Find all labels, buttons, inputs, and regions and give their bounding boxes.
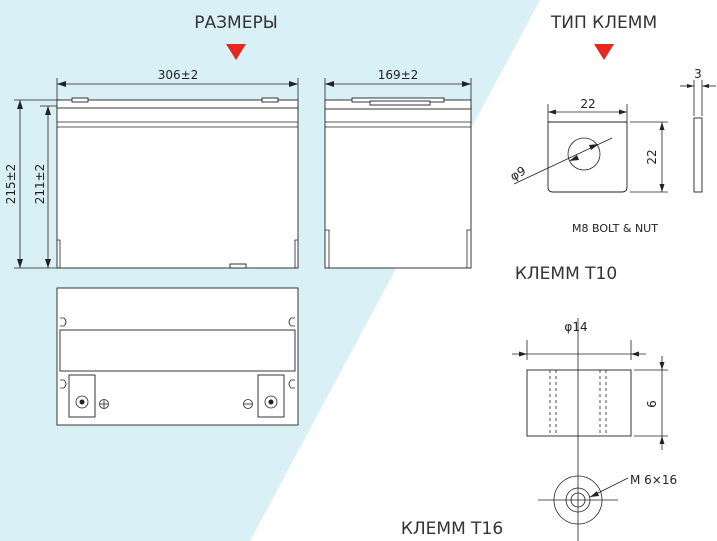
t16-terminal-drawing: φ14 6 M 6×16 <box>512 318 677 541</box>
terminal-type-marker-icon <box>594 44 614 60</box>
terminal-type-heading: ТИП КЛЕММ <box>550 13 657 33</box>
case-height-dimension-label: 211±2 <box>33 164 47 205</box>
m8-thickness-label: 3 <box>694 67 702 81</box>
background-stripe <box>0 0 540 541</box>
terminal-t16-heading: КЛЕММ T16 <box>401 519 503 539</box>
t16-bolt-label: M 6×16 <box>630 473 677 487</box>
width-dimension-label: 169±2 <box>378 68 419 82</box>
dimensions-heading: РАЗМЕРЫ <box>194 13 277 33</box>
t16-height-label: 6 <box>645 400 659 408</box>
total-height-dimension-label: 215±2 <box>4 164 18 205</box>
m8-terminal-drawing: 22 22 φ9 3 M8 BOLT & NUT <box>508 67 716 235</box>
t16-diameter-label: φ14 <box>564 320 587 334</box>
m8-height-label: 22 <box>645 149 659 164</box>
side-view: 169±2 <box>324 68 472 269</box>
m8-terminal-name: M8 BOLT & NUT <box>572 222 658 235</box>
dimensions-marker-icon <box>226 44 246 60</box>
top-view <box>56 287 299 426</box>
terminal-t10-heading: КЛЕММ T10 <box>515 264 617 284</box>
m8-hole-diameter-label: φ9 <box>508 164 528 184</box>
front-view: 306±2 215±2 211±2 <box>4 68 299 269</box>
m8-width-label: 22 <box>580 97 595 111</box>
length-dimension-label: 306±2 <box>158 68 199 82</box>
